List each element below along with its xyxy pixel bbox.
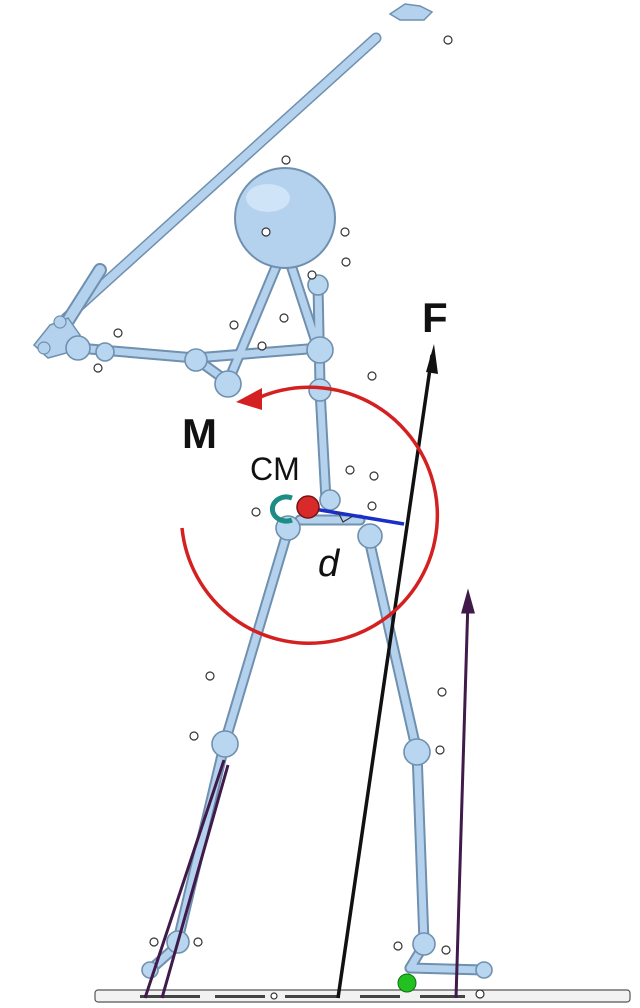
force-label: F [422,294,448,341]
center-of-mass-marker [296,495,320,519]
skeleton-bones [72,256,490,976]
moment-arm [307,506,405,526]
rear-foot-grf-vector-2 [160,764,230,999]
foot-contact-marker [397,973,417,993]
ground-reaction-vectors [143,588,475,999]
pelvis-marker [269,494,293,524]
resultant-force-vector [336,344,438,999]
force-arrowhead [426,344,438,374]
ground-plate [94,989,631,1003]
lead-foot-grf-vector [454,599,470,999]
golf-club [55,3,434,337]
motion-capture-markers [93,35,485,1000]
moment-arc [180,385,440,645]
lead-foot-grf-arrowhead [461,588,475,614]
head [234,167,336,269]
center-of-mass-label: CM [250,451,300,487]
moment-arrowhead [236,388,262,410]
rear-foot-grf-vector [143,759,226,999]
moment-arm-label: d [318,543,341,585]
moment-label: M [182,410,217,457]
